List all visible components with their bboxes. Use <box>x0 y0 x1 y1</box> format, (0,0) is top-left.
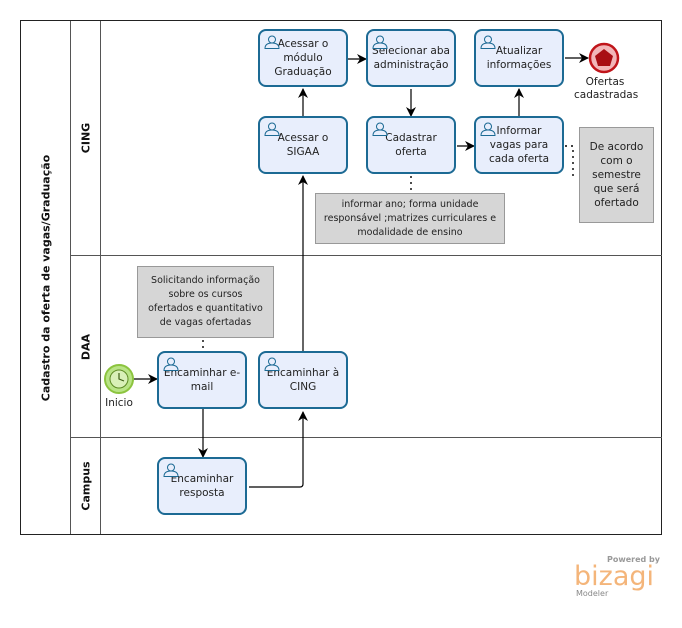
end-event-label: Ofertas cadastradas <box>574 76 639 101</box>
lane-title-cing: CING <box>79 122 93 154</box>
task-cadastrar-oferta[interactable]: Cadastrar oferta <box>366 116 456 174</box>
task-encaminhar-cing[interactable]: Encaminhar à CING <box>258 351 348 409</box>
task-label: Selecionar aba administração <box>372 45 450 71</box>
task-atualizar[interactable]: Atualizar informações <box>474 29 564 87</box>
lane-title-daa: DAA <box>79 333 93 360</box>
user-task-icon <box>372 35 388 49</box>
lane-daa: DAA <box>71 256 662 438</box>
brand-text: bizagi <box>574 561 654 592</box>
task-label: Cadastrar oferta <box>385 132 437 158</box>
user-task-icon <box>264 122 280 136</box>
task-acessar-modulo[interactable]: Acessar o módulo Graduação <box>258 29 348 87</box>
task-label: Informar vagas para cada oferta <box>488 125 550 165</box>
bizagi-logo: Powered by bizagi Modeler <box>572 555 662 600</box>
task-encaminhar-resposta[interactable]: Encaminhar resposta <box>157 457 247 515</box>
annotation-vagas: De acordo com o semestre que será oferta… <box>579 127 654 223</box>
task-informar-vagas[interactable]: Informar vagas para cada oferta <box>474 116 564 174</box>
user-task-icon <box>480 35 496 49</box>
task-encaminhar-email[interactable]: Encaminhar e-mail <box>157 351 247 409</box>
lane-cing: CING <box>71 21 662 256</box>
task-label: Acessar o módulo Graduação <box>274 38 332 78</box>
product-text: Modeler <box>576 589 609 598</box>
start-event-label: Inicio <box>105 397 133 409</box>
user-task-icon <box>163 463 179 477</box>
task-acessar-sigaa[interactable]: Acessar o SIGAA <box>258 116 348 174</box>
task-selecionar-aba[interactable]: Selecionar aba administração <box>366 29 456 87</box>
annotation-email: Solicitando informação sobre os cursos o… <box>137 266 274 338</box>
user-task-icon <box>163 357 179 371</box>
lane-header-daa: DAA <box>71 256 101 437</box>
task-label: Encaminhar à CING <box>266 367 340 393</box>
task-label: Acessar o SIGAA <box>277 132 329 158</box>
user-task-icon <box>264 35 280 49</box>
task-label: Encaminhar resposta <box>170 473 234 499</box>
lane-campus: Campus <box>71 438 662 534</box>
user-task-icon <box>264 357 280 371</box>
task-label: Atualizar informações <box>486 45 552 71</box>
pool: Cadastro da oferta de vagas/Graduação CI… <box>20 20 662 535</box>
powered-by-text: Powered by <box>607 555 660 564</box>
pool-header: Cadastro da oferta de vagas/Graduação <box>21 21 71 534</box>
lane-title-campus: Campus <box>79 461 93 511</box>
lane-header-cing: CING <box>71 21 101 255</box>
user-task-icon <box>480 122 496 136</box>
task-label: Encaminhar e-mail <box>163 367 241 393</box>
pool-title: Cadastro da oferta de vagas/Graduação <box>39 154 53 402</box>
annotation-cadastrar: informar ano; forma unidade responsável … <box>315 193 505 244</box>
user-task-icon <box>372 122 388 136</box>
lane-header-campus: Campus <box>71 438 101 534</box>
